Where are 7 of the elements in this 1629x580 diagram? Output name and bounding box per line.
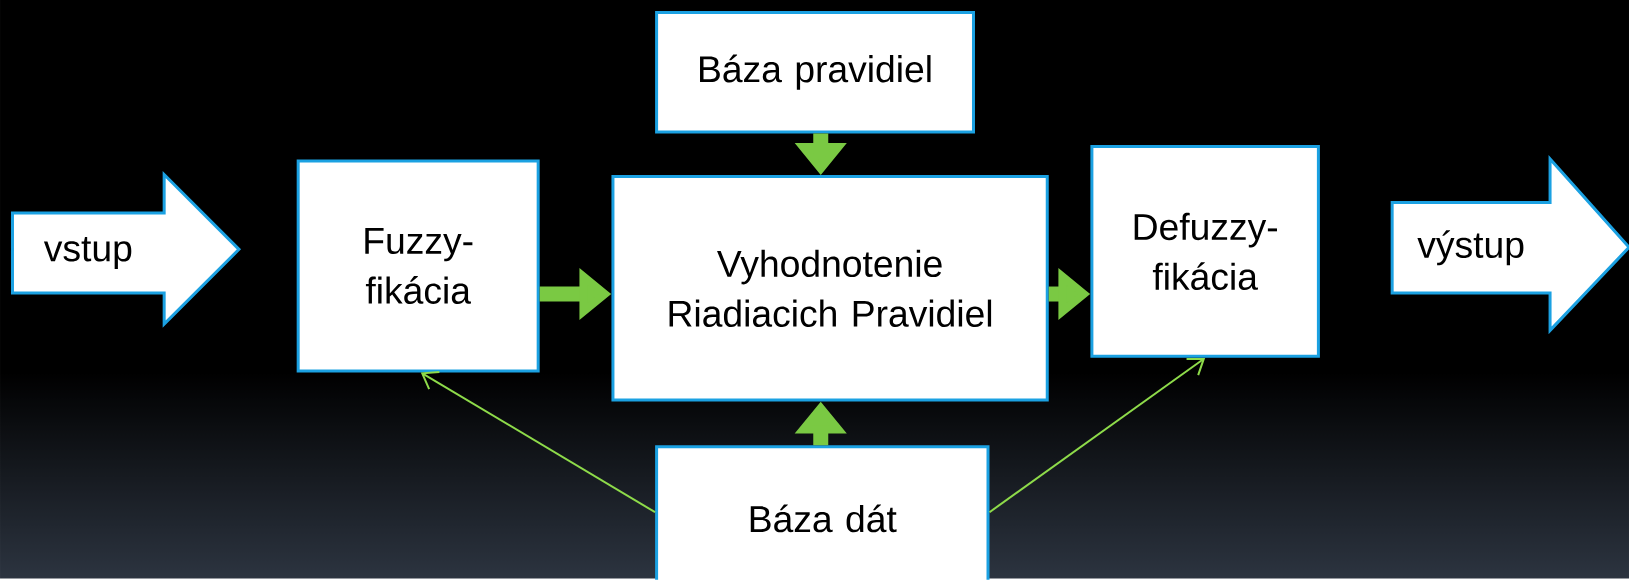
process-box: Fuzzy-fikácia	[296, 159, 540, 373]
process-box: Defuzzy-fikácia	[1090, 145, 1320, 358]
arrow	[420, 371, 657, 514]
process-box: Vyhodnotenie Riadiacich Pravidiel	[611, 175, 1049, 402]
process-box: Báza pravidiel	[655, 11, 975, 134]
process-box: Báza dát	[655, 445, 990, 580]
arrow	[988, 358, 1206, 514]
